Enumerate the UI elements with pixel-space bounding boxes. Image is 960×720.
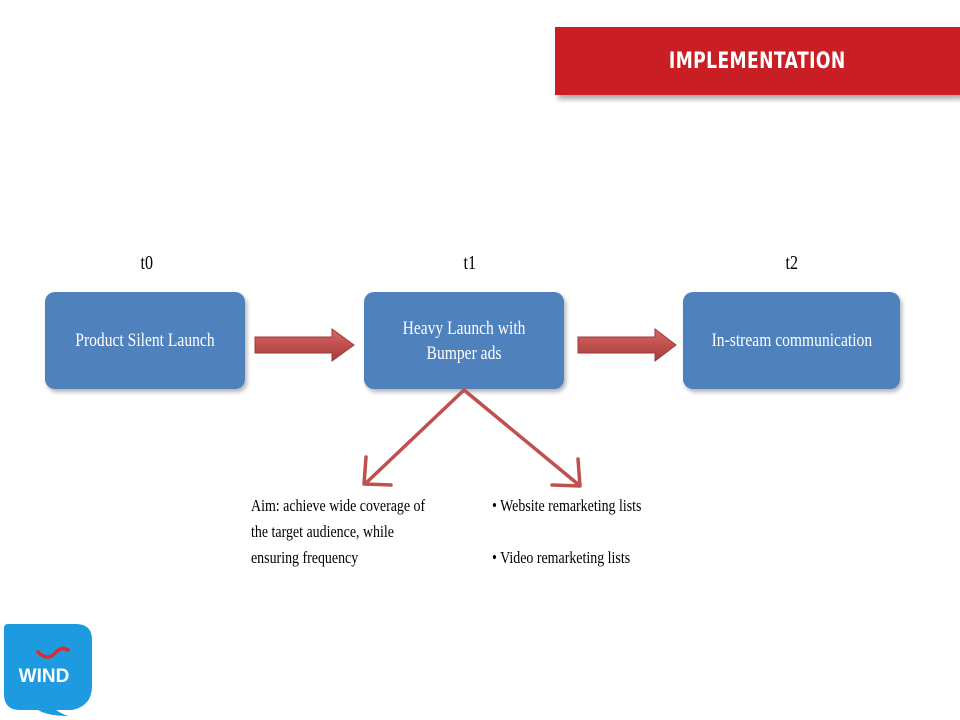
node-heavy-launch: Heavy Launch with Bumper ads <box>364 292 564 389</box>
page-title: IMPLEMENTATION <box>669 48 846 74</box>
branch-arrow-left <box>362 388 466 487</box>
node-in-stream-communication: In-stream communication <box>683 292 900 389</box>
timeline-label-t0: t0 <box>140 252 154 274</box>
node-label: Heavy Launch with Bumper ads <box>402 317 526 364</box>
timeline-label-t1: t1 <box>463 252 477 274</box>
list-item: Website remarketing lists <box>492 493 681 519</box>
block-arrow-right-2 <box>577 327 677 363</box>
node-label: Product Silent Launch <box>75 330 215 351</box>
remarketing-list: Website remarketing lists Video remarket… <box>492 493 681 597</box>
node-product-silent-launch: Product Silent Launch <box>45 292 245 389</box>
block-arrow-right-1 <box>254 328 355 362</box>
aim-note: Aim: achieve wide coverage of the target… <box>251 496 426 567</box>
logo-text: WIND <box>19 666 70 687</box>
timeline-label-t2: t2 <box>785 252 799 274</box>
wind-logo: WIND <box>4 624 92 716</box>
list-item: Video remarketing lists <box>492 545 681 571</box>
branch-arrow-right <box>462 388 582 488</box>
node-label: In-stream communication <box>711 330 872 351</box>
title-banner: IMPLEMENTATION <box>555 27 960 95</box>
